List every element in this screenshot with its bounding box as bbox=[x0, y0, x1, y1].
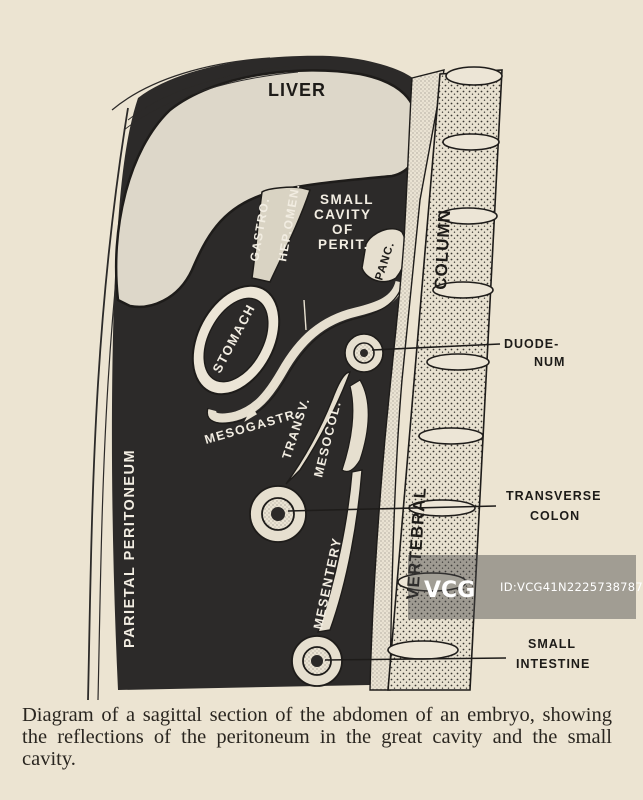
svg-text:NUM: NUM bbox=[534, 355, 565, 369]
mesentery-band bbox=[316, 469, 363, 633]
svg-text:CAVITY: CAVITY bbox=[314, 207, 372, 222]
duodenum bbox=[344, 333, 384, 373]
watermark-id: ID:VCG41N2225738787 bbox=[500, 580, 643, 594]
svg-text:VCG: VCG bbox=[424, 578, 475, 603]
leader-lines bbox=[287, 343, 507, 661]
svg-text:SMALL: SMALL bbox=[320, 192, 374, 207]
svg-text:TRANSVERSE: TRANSVERSE bbox=[506, 489, 601, 503]
svg-text:INTESTINE: INTESTINE bbox=[516, 657, 590, 671]
mesogastrium-fold-line bbox=[206, 277, 405, 425]
vertebral-column bbox=[387, 66, 503, 691]
mesogastrium-fold bbox=[207, 280, 405, 423]
vcg-logo-icon: VCG bbox=[424, 578, 475, 603]
watermark: VCG ID:VCG41N2225738787 bbox=[408, 555, 643, 619]
mesocolon-right-band bbox=[341, 379, 369, 473]
label-liver: LIVER bbox=[268, 80, 326, 100]
omental-arrow bbox=[244, 299, 307, 422]
svg-text:COLON: COLON bbox=[530, 509, 580, 523]
svg-text:SMALL: SMALL bbox=[528, 637, 576, 651]
transverse-mesocolon bbox=[285, 371, 351, 485]
svg-text:OF: OF bbox=[332, 222, 354, 237]
label-small-intestine: SMALL INTESTINE bbox=[516, 637, 590, 671]
stomach bbox=[191, 284, 281, 396]
liver-edge-lines bbox=[123, 65, 301, 131]
small-intestine bbox=[291, 635, 343, 687]
retroperitoneal-strip bbox=[369, 69, 445, 691]
label-parietal-peritoneum: PARIETAL PERITONEUM bbox=[122, 449, 138, 648]
transverse-colon bbox=[249, 485, 307, 543]
label-duodenum: DUODE- NUM bbox=[504, 337, 565, 369]
lesser-omentum bbox=[251, 186, 311, 283]
label-small-cavity: SMALL CAVITY OF PERIT. bbox=[314, 192, 374, 252]
label-transverse-colon: TRANSVERSE COLON bbox=[506, 489, 601, 523]
figure-caption: Diagram of a sagittal section of the abd… bbox=[22, 704, 612, 770]
svg-text:PERIT.: PERIT. bbox=[318, 237, 369, 252]
svg-text:DUODE-: DUODE- bbox=[504, 337, 559, 351]
label-column: COLUMN bbox=[431, 209, 454, 290]
